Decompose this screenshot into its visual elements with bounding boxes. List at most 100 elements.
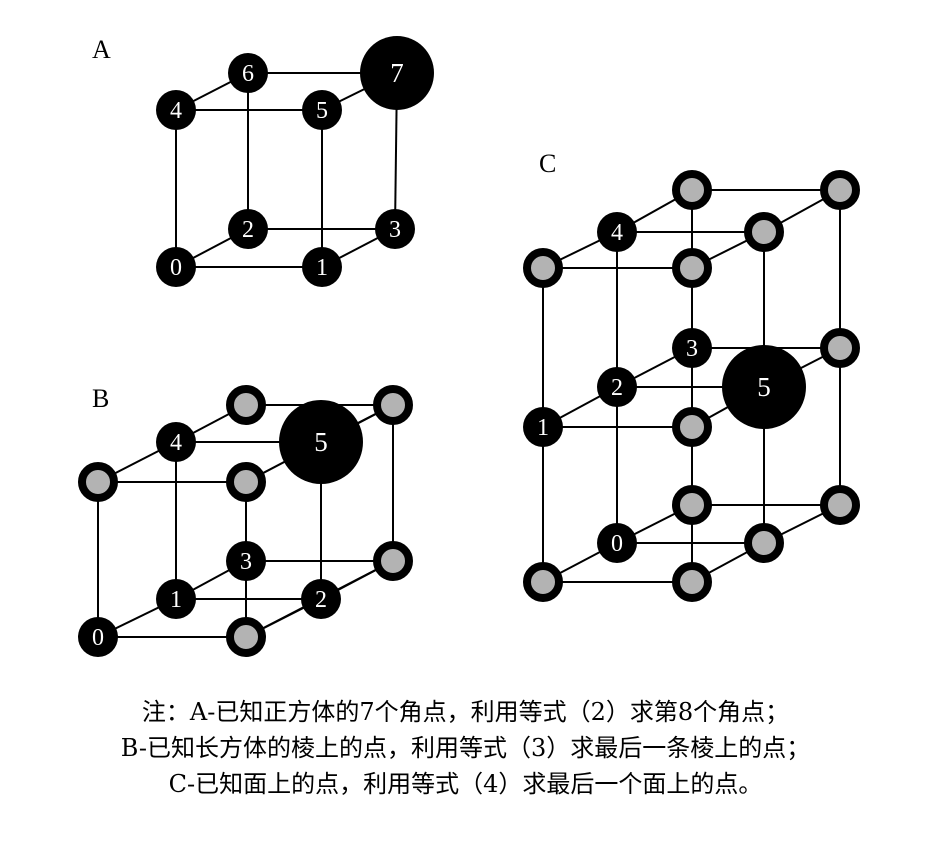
node-circle xyxy=(523,562,563,602)
panel-b-node-known: 2 xyxy=(301,579,341,619)
node-circle xyxy=(226,541,266,581)
panel-c-node-unknown xyxy=(523,562,563,602)
node-circle xyxy=(226,462,266,502)
panel-b-label: B xyxy=(92,384,109,413)
node-circle xyxy=(672,407,712,447)
node-circle xyxy=(820,328,860,368)
node-circle xyxy=(78,617,118,657)
node-label: 0 xyxy=(611,531,623,557)
panel-c-node-unknown xyxy=(672,170,712,210)
panel-c-node-unknown xyxy=(820,170,860,210)
node-circle xyxy=(375,209,415,249)
caption: 注：A-已知正方体的7个角点，利用等式（2）求第8个角点； B-已知长方体的棱上… xyxy=(0,694,931,802)
panel-b-node-unknown xyxy=(373,541,413,581)
node-circle xyxy=(156,90,196,130)
node-label: 2 xyxy=(242,217,254,243)
node-label: 7 xyxy=(390,58,404,88)
panel-b-node-unknown xyxy=(78,462,118,502)
panel-c-node-known: 1 xyxy=(523,407,563,447)
panel-c-node-known: 4 xyxy=(597,212,637,252)
node-label: 5 xyxy=(757,372,771,402)
caption-line-2: B-已知长方体的棱上的点，利用等式（3）求最后一条棱上的点； xyxy=(120,734,811,762)
node-circle xyxy=(523,407,563,447)
node-circle xyxy=(672,170,712,210)
panel-a-node-known: 5 xyxy=(302,90,342,130)
panel-c-node-known: 0 xyxy=(597,523,637,563)
node-label: 1 xyxy=(537,415,549,441)
node-circle xyxy=(672,485,712,525)
node-label: 4 xyxy=(611,220,623,246)
panel-b-node-known: 3 xyxy=(226,541,266,581)
node-circle xyxy=(523,248,563,288)
node-circle xyxy=(820,170,860,210)
panel-b-node-unknown xyxy=(373,385,413,425)
panel-b-node-solved: 5 xyxy=(279,400,363,484)
panel-b-node-known: 4 xyxy=(156,422,196,462)
panel-a-node-known: 0 xyxy=(156,247,196,287)
node-circle xyxy=(156,422,196,462)
panel-c-node-unknown xyxy=(820,485,860,525)
node-circle xyxy=(301,579,341,619)
node-label: 3 xyxy=(686,336,698,362)
panel-c-node-known: 3 xyxy=(672,328,712,368)
caption-line-3: C-已知面上的点，利用等式（4）求最后一个面上的点。 xyxy=(168,770,763,798)
node-circle xyxy=(744,212,784,252)
node-circle xyxy=(228,53,268,93)
panel-a-node-known: 4 xyxy=(156,90,196,130)
panel-c-node-unknown xyxy=(744,212,784,252)
node-label: 2 xyxy=(315,587,327,613)
node-label: 3 xyxy=(389,217,401,243)
panel-c-node-unknown xyxy=(672,562,712,602)
panel-c-node-unknown xyxy=(672,248,712,288)
panel-b-node-known: 0 xyxy=(78,617,118,657)
panel-a-label: A xyxy=(92,35,111,64)
node-circle xyxy=(360,36,434,110)
panel-c-node-solved: 5 xyxy=(722,345,806,429)
node-label: 6 xyxy=(242,61,254,87)
panel-a-node-known: 3 xyxy=(375,209,415,249)
node-label: 5 xyxy=(316,98,328,124)
node-circle xyxy=(373,541,413,581)
node-circle xyxy=(226,385,266,425)
panel-a-node-known: 6 xyxy=(228,53,268,93)
panel-c-node-unknown xyxy=(672,485,712,525)
node-circle xyxy=(597,212,637,252)
node-circle xyxy=(744,523,784,563)
node-label: 1 xyxy=(316,255,328,281)
node-label: 4 xyxy=(170,98,182,124)
node-circle xyxy=(820,485,860,525)
panel-a-node-known: 2 xyxy=(228,209,268,249)
panel-c-node-unknown xyxy=(744,523,784,563)
edges xyxy=(97,72,841,638)
panel-c-label: C xyxy=(539,149,556,178)
node-circle xyxy=(373,385,413,425)
node-circle xyxy=(597,523,637,563)
panel-c-node-unknown xyxy=(820,328,860,368)
node-circle xyxy=(672,248,712,288)
node-circle xyxy=(672,562,712,602)
panel-a-node-solved: 7 xyxy=(360,36,434,110)
node-label: 2 xyxy=(611,375,623,401)
node-circle xyxy=(226,617,266,657)
panel-c-node-unknown xyxy=(672,407,712,447)
panel-b-node-unknown xyxy=(226,385,266,425)
node-label: 0 xyxy=(92,625,104,651)
panel-c-node-known: 2 xyxy=(597,367,637,407)
node-label: 5 xyxy=(314,427,328,457)
node-circle xyxy=(302,90,342,130)
caption-line-1: 注：A-已知正方体的7个角点，利用等式（2）求第8个角点； xyxy=(141,698,790,726)
panel-b-node-unknown xyxy=(226,617,266,657)
node-circle xyxy=(228,209,268,249)
node-circle xyxy=(302,247,342,287)
panel-a-node-known: 1 xyxy=(302,247,342,287)
node-circle xyxy=(78,462,118,502)
panel-b-node-unknown xyxy=(226,462,266,502)
node-circle xyxy=(156,579,196,619)
node-circle xyxy=(672,328,712,368)
node-circle xyxy=(722,345,806,429)
panel-c-node-unknown xyxy=(523,248,563,288)
panel-b-node-known: 1 xyxy=(156,579,196,619)
